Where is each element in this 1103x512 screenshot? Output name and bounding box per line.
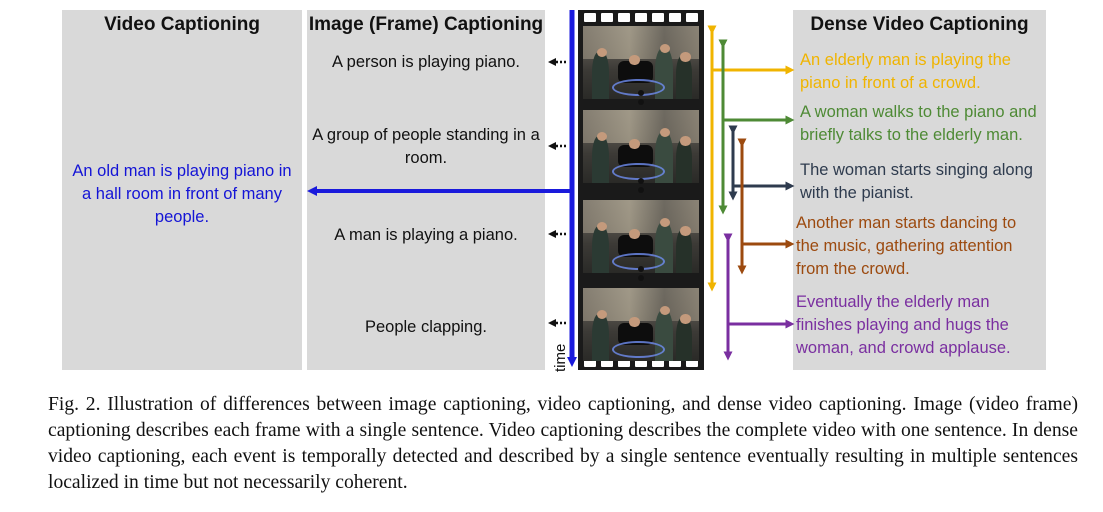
sprocket-hole bbox=[584, 358, 596, 367]
frame-caption-1: A person is playing piano. bbox=[331, 53, 521, 71]
dense-event-2: A woman walks to the piano and briefly t… bbox=[800, 103, 1037, 144]
sprocket-hole bbox=[635, 358, 647, 367]
sprocket-hole bbox=[618, 13, 630, 22]
sprocket-hole bbox=[686, 358, 698, 367]
frame-caption-2: A group of people standing in a room. bbox=[312, 126, 540, 167]
video-frame-1 bbox=[583, 26, 699, 99]
sprocket-hole bbox=[635, 13, 647, 22]
frame-caption-4: People clapping. bbox=[364, 318, 487, 336]
sprocket-hole bbox=[601, 358, 613, 367]
time-label: time bbox=[552, 343, 569, 372]
sprocket-hole bbox=[686, 13, 698, 22]
dense-event-3: The woman starts singing along with the … bbox=[800, 161, 1033, 202]
dense-captioning-title: Dense Video Captioning bbox=[810, 14, 1029, 35]
sprocket-hole bbox=[652, 358, 664, 367]
ellipsis-dots-3 bbox=[638, 266, 644, 284]
image-captioning-title: Image (Frame) Captioning bbox=[308, 14, 544, 35]
film-strip bbox=[578, 10, 704, 370]
video-frame-3 bbox=[583, 200, 699, 273]
dense-event-4: Another man starts dancing to the music,… bbox=[796, 214, 1017, 278]
dense-event-1: An elderly man is playing the piano in f… bbox=[800, 51, 1011, 92]
sprocket-hole bbox=[584, 13, 596, 22]
frame-caption-3: A man is playing a piano. bbox=[334, 226, 518, 244]
video-caption: An old man is playing piano in a hall ro… bbox=[72, 162, 292, 226]
ellipsis-dots-2 bbox=[638, 178, 644, 196]
sprocket-hole bbox=[601, 13, 613, 22]
dense-event-5: Eventually the elderly man finishes play… bbox=[796, 293, 1011, 357]
ellipsis-dots-1 bbox=[638, 90, 644, 108]
sprocket-hole bbox=[618, 358, 630, 367]
video-frame-4 bbox=[583, 288, 699, 361]
video-captioning-panel bbox=[62, 10, 302, 370]
sprocket-hole bbox=[669, 13, 681, 22]
dense-captioning-panel bbox=[793, 10, 1046, 370]
figure-caption: Fig. 2. Illustration of differences betw… bbox=[48, 394, 1078, 493]
video-captioning-title: Video Captioning bbox=[104, 14, 260, 35]
sprocket-hole bbox=[669, 358, 681, 367]
sprocket-hole bbox=[652, 13, 664, 22]
video-frame-2 bbox=[583, 110, 699, 183]
